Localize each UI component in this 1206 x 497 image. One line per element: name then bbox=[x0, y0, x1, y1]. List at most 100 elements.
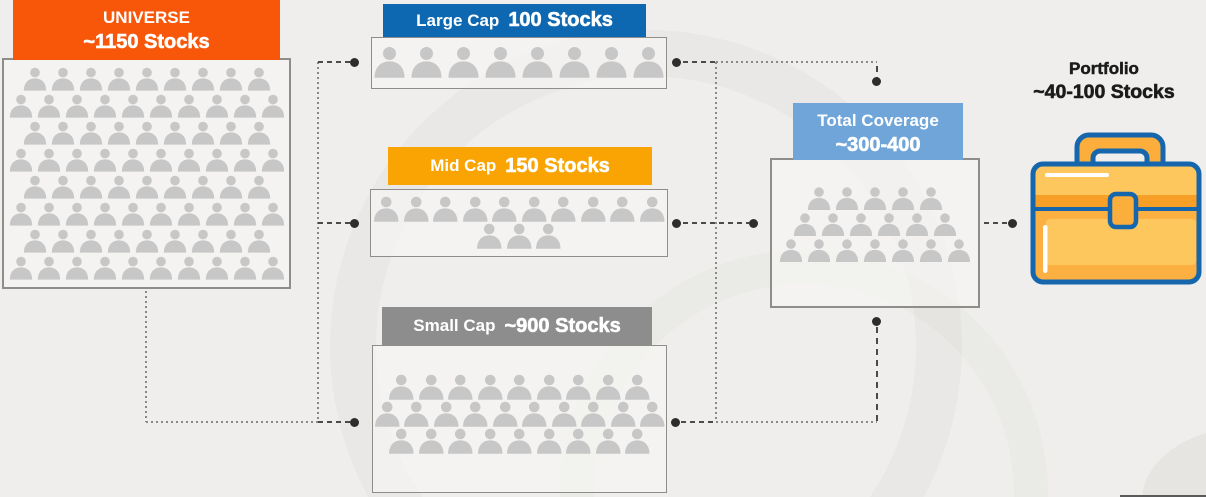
person-icon bbox=[477, 428, 503, 454]
total-coverage-people-grid bbox=[772, 160, 978, 306]
mid-cap-box bbox=[370, 189, 668, 257]
connector-top-drop bbox=[876, 66, 878, 78]
total-coverage-title: Total Coverage bbox=[817, 111, 939, 130]
junction-dot-coverage-bottom bbox=[872, 317, 881, 326]
person-icon bbox=[177, 148, 200, 172]
person-icon bbox=[51, 121, 74, 145]
junction-dot-mid-cap-in bbox=[350, 219, 359, 228]
person-icon bbox=[163, 121, 186, 145]
person-icon bbox=[51, 67, 74, 91]
person-icon bbox=[863, 187, 887, 210]
person-icon bbox=[404, 401, 429, 427]
person-icon bbox=[37, 202, 60, 226]
small-cap-value: ~900 Stocks bbox=[504, 314, 621, 337]
person-icon bbox=[551, 401, 576, 427]
person-icon bbox=[522, 47, 553, 78]
watermark-ellipse bbox=[1142, 425, 1206, 497]
person-icon bbox=[205, 94, 228, 118]
person-icon bbox=[625, 374, 650, 400]
person-icon bbox=[433, 196, 458, 222]
connector-coverage-rise bbox=[876, 327, 878, 422]
person-icon bbox=[79, 121, 102, 145]
person-icon bbox=[9, 148, 32, 172]
person-icon bbox=[506, 223, 532, 249]
person-icon bbox=[891, 239, 915, 262]
person-icon bbox=[639, 196, 664, 222]
person-icon bbox=[448, 374, 473, 400]
person-icon bbox=[551, 196, 576, 222]
person-icon bbox=[610, 401, 635, 427]
person-icon bbox=[835, 187, 859, 210]
person-icon bbox=[205, 148, 228, 172]
person-icon bbox=[79, 67, 102, 91]
total-coverage-box bbox=[770, 158, 980, 308]
portfolio-label: Portfolio ~40-100 Stocks bbox=[1002, 58, 1206, 106]
person-icon bbox=[205, 256, 228, 280]
person-icon bbox=[51, 229, 74, 253]
person-icon bbox=[247, 175, 270, 199]
person-icon bbox=[640, 401, 665, 427]
person-icon bbox=[492, 401, 517, 427]
junction-dot-large-cap-out bbox=[672, 58, 681, 67]
junction-dot-small-cap-out bbox=[671, 418, 680, 427]
person-icon bbox=[23, 67, 46, 91]
people-row bbox=[21, 174, 273, 201]
mid-cap-header: Mid Cap 150 Stocks bbox=[388, 147, 652, 185]
person-icon bbox=[219, 229, 242, 253]
person-icon bbox=[163, 229, 186, 253]
person-icon bbox=[121, 202, 144, 226]
person-icon bbox=[23, 229, 46, 253]
connector-to-small-cap bbox=[318, 421, 351, 423]
person-icon bbox=[37, 256, 60, 280]
junction-dot-coverage-left bbox=[749, 219, 758, 228]
person-icon bbox=[121, 148, 144, 172]
person-icon bbox=[595, 374, 621, 400]
junction-dot-portfolio-in bbox=[1008, 219, 1017, 228]
person-icon bbox=[595, 428, 621, 454]
person-icon bbox=[536, 428, 562, 454]
person-icon bbox=[37, 148, 60, 172]
person-icon bbox=[233, 256, 256, 280]
people-row bbox=[805, 186, 945, 212]
people-row bbox=[21, 228, 273, 255]
person-icon bbox=[536, 374, 562, 400]
person-icon bbox=[107, 229, 130, 253]
people-row bbox=[387, 427, 653, 454]
person-icon bbox=[863, 239, 887, 262]
person-icon bbox=[477, 223, 502, 249]
person-icon bbox=[891, 187, 915, 210]
connector-to-mid-cap bbox=[318, 222, 351, 224]
person-icon bbox=[51, 175, 74, 199]
small-cap-box bbox=[372, 345, 667, 493]
small-cap-header: Small Cap ~900 Stocks bbox=[382, 307, 652, 345]
person-icon bbox=[261, 256, 284, 280]
person-icon bbox=[522, 401, 547, 427]
portfolio-title: Portfolio bbox=[1069, 59, 1139, 79]
person-icon bbox=[191, 229, 214, 253]
person-icon bbox=[247, 67, 270, 91]
person-icon bbox=[919, 187, 943, 210]
person-icon bbox=[919, 239, 943, 262]
person-icon bbox=[625, 428, 650, 454]
mid-cap-people-grid bbox=[371, 190, 667, 256]
person-icon bbox=[219, 121, 242, 145]
total-coverage-header: Total Coverage ~300-400 bbox=[793, 103, 963, 160]
person-icon bbox=[411, 47, 442, 78]
people-row bbox=[7, 147, 287, 174]
person-icon bbox=[807, 187, 831, 210]
person-icon bbox=[149, 94, 172, 118]
person-icon bbox=[247, 229, 270, 253]
person-icon bbox=[93, 94, 116, 118]
person-icon bbox=[79, 229, 102, 253]
person-icon bbox=[233, 94, 256, 118]
person-icon bbox=[149, 202, 172, 226]
person-icon bbox=[462, 196, 487, 222]
mid-cap-value: 150 Stocks bbox=[505, 154, 610, 177]
person-icon bbox=[403, 196, 428, 222]
person-icon bbox=[107, 67, 130, 91]
person-icon bbox=[177, 202, 200, 226]
person-icon bbox=[933, 213, 957, 236]
person-icon bbox=[65, 148, 88, 172]
person-icon bbox=[233, 202, 256, 226]
